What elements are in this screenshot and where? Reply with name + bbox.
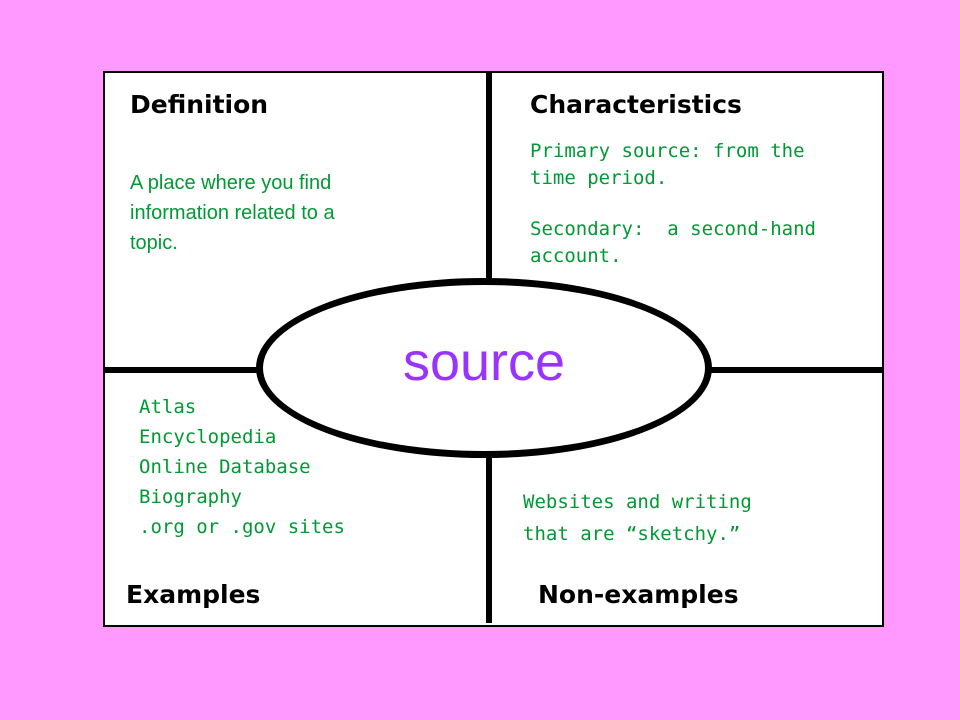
center-word: source: [402, 332, 566, 392]
definition-line: information related to a: [130, 202, 335, 224]
characteristics-secondary: Secondary: a second-hand account.: [530, 216, 816, 270]
examples-item: Encyclopedia: [139, 426, 277, 448]
non-examples-heading: Non-examples: [538, 580, 739, 609]
characteristics-line: Secondary: a second-hand: [530, 218, 816, 240]
non-examples-text: Websites and writing that are “sketchy.”: [523, 486, 752, 550]
non-examples-line: that are “sketchy.”: [523, 523, 741, 545]
definition-text: A place where you find information relat…: [130, 168, 335, 258]
examples-list: Atlas Encyclopedia Online Database Biogr…: [139, 392, 345, 542]
examples-item: Online Database: [139, 456, 311, 478]
characteristics-primary: Primary source: from the time period.: [530, 138, 805, 192]
examples-item: .org or .gov sites: [139, 516, 345, 538]
definition-heading: Definition: [130, 90, 269, 119]
center-oval: source: [256, 278, 712, 458]
characteristics-heading: Characteristics: [530, 90, 742, 119]
examples-item: Biography: [139, 486, 242, 508]
definition-line: A place where you find: [130, 172, 332, 194]
characteristics-line: account.: [530, 245, 622, 267]
characteristics-line: Primary source: from the: [530, 140, 805, 162]
characteristics-line: time period.: [530, 167, 668, 189]
definition-line: topic.: [130, 232, 178, 254]
examples-item: Atlas: [139, 396, 197, 418]
non-examples-line: Websites and writing: [523, 491, 752, 513]
examples-heading: Examples: [126, 580, 261, 609]
